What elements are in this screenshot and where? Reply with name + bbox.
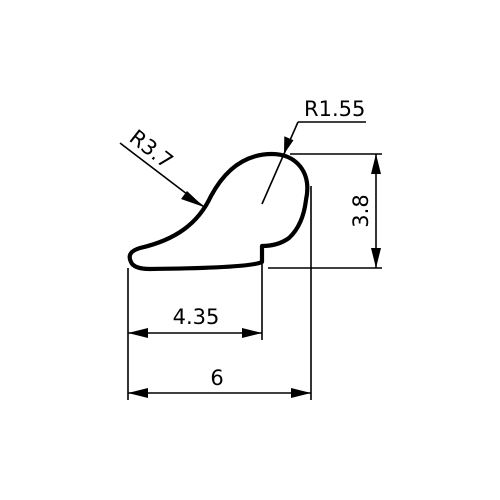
arrowhead-total-width-right	[291, 388, 311, 398]
arrowhead-radius-small	[284, 136, 294, 154]
dimension-label-height: 3.8	[349, 194, 373, 227]
arrowhead-total-width-left	[128, 388, 148, 398]
radius-label-small: R1.55	[304, 97, 365, 121]
arrowhead-inner-width-left	[128, 328, 148, 338]
dimension-label-total-width: 6	[210, 366, 223, 390]
dimension-label-inner-width: 4.35	[173, 305, 220, 329]
arrowhead-inner-width-right	[242, 328, 262, 338]
arrowhead-radius-large	[181, 191, 204, 207]
seal-profile-outline	[127, 151, 310, 272]
arrowhead-height-top	[371, 154, 381, 174]
leader-line-radius-small	[261, 121, 299, 205]
arrowhead-height-bottom	[371, 248, 381, 268]
